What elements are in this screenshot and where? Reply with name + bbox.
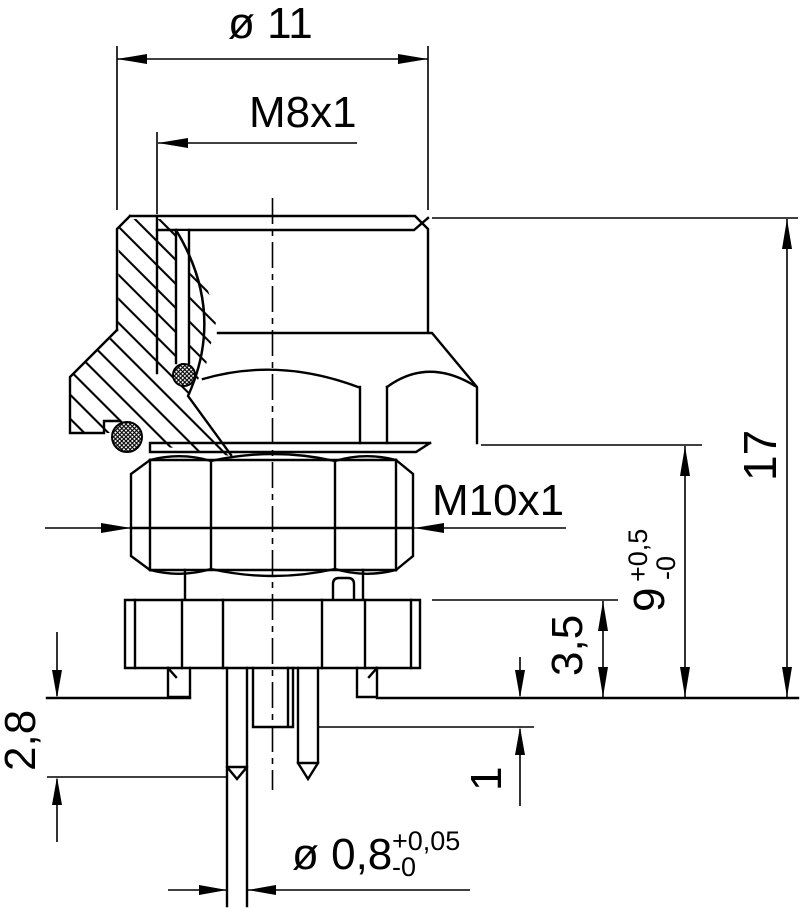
dim-label-dia-0-8-with-tolerance: ø 0,8 +0,05 -0	[292, 826, 460, 882]
dim-label-dia-0-8-tol-minus: -0	[392, 852, 416, 882]
o-ring-small	[172, 363, 196, 387]
dim-m10x1	[45, 523, 566, 533]
knurled-flange-disc	[123, 598, 422, 670]
dim-3-5	[432, 599, 618, 697]
reference-plane-lines	[45, 696, 800, 778]
dim-label-9-tol-minus: -0	[651, 556, 681, 580]
dim-label-9: 9	[625, 588, 674, 612]
dimension-labels: ø 11 M8x1 M10x1 17 9 +0,5 -0 3,5 2,8 1 ø…	[0, 0, 786, 882]
dim-2-8	[52, 632, 62, 842]
inner-groove	[174, 228, 233, 457]
dim-m8x1	[156, 132, 357, 214]
o-ring-large	[111, 421, 143, 453]
dim-label-2-8: 2,8	[0, 710, 45, 771]
dim-label-1: 1	[462, 767, 511, 791]
section-hatching	[70, 219, 231, 456]
dim-label-m10x1: M10x1	[432, 476, 564, 525]
dim-17	[432, 217, 798, 697]
dim-label-dia-0-8-tol-plus: +0,05	[392, 826, 460, 856]
dim-label-9-tol-plus: +0,5	[623, 529, 653, 582]
dim-label-17: 17	[734, 430, 786, 481]
dim-dia11	[116, 46, 429, 210]
washer	[148, 441, 432, 454]
dim-label-m8x1: M8x1	[249, 88, 357, 137]
solder-pin-right	[296, 666, 320, 782]
dim-dia0-8	[168, 885, 470, 895]
dim-label-3-5: 3,5	[543, 615, 592, 676]
dim-1	[515, 657, 525, 806]
dim-label-dia-11: ø 11	[228, 0, 313, 48]
neck	[183, 568, 365, 601]
dim-label-9-with-tolerance: 9 +0,5 -0	[623, 529, 681, 612]
solder-pin-left	[225, 666, 249, 908]
dim-label-dia-0-8: ø 0,8	[292, 830, 392, 879]
dim-9	[481, 444, 702, 697]
